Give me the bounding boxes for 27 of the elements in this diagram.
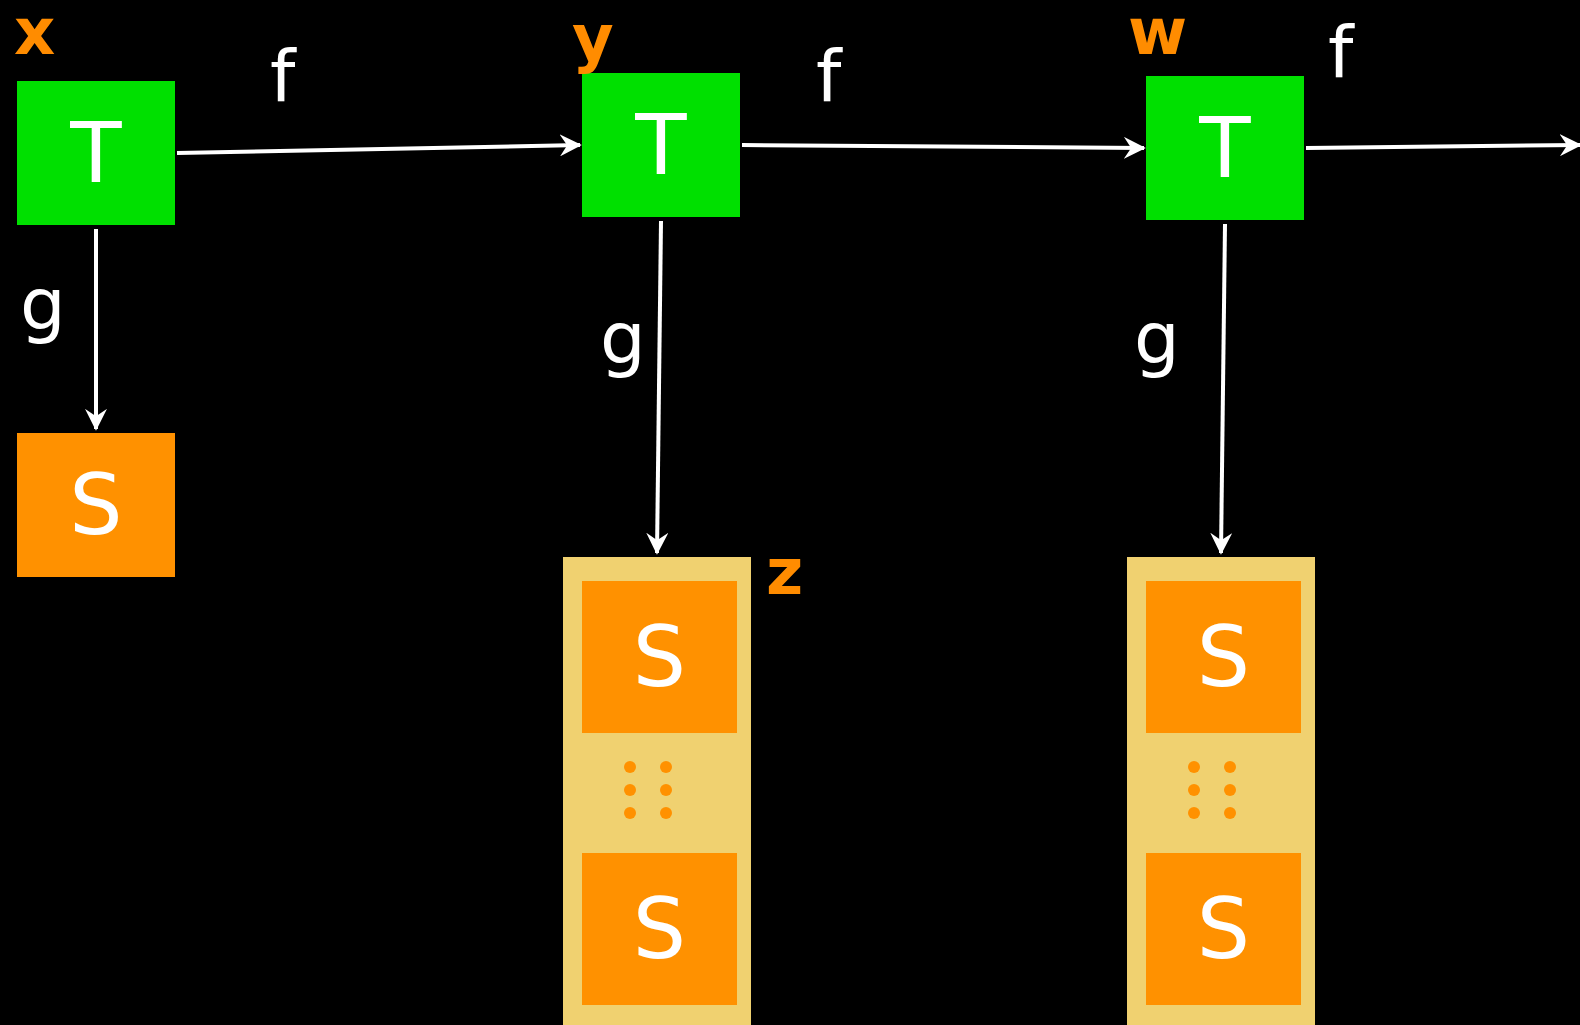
node-box (17, 81, 175, 225)
node-box (1146, 581, 1301, 733)
node-letter: T (1199, 106, 1251, 190)
node-box (1146, 853, 1301, 1005)
arrow (742, 136, 1146, 159)
arrow (85, 229, 107, 431)
node-box (582, 853, 737, 1005)
node-letter: S (1196, 615, 1251, 699)
arrow (646, 220, 669, 555)
variable-label: w (1128, 0, 1188, 64)
node-letter: S (632, 615, 687, 699)
arrow (176, 134, 582, 157)
arrow (1210, 223, 1233, 555)
variable-label: z (766, 540, 804, 604)
node-box (1146, 76, 1304, 220)
node-letter: S (1196, 887, 1251, 971)
group-panel (1127, 557, 1315, 1025)
node-letter: S (69, 463, 123, 547)
group-panel (563, 557, 751, 1025)
node-letter: T (70, 111, 122, 195)
arrow (1305, 134, 1580, 157)
node-letter: S (632, 887, 687, 971)
node-letter: T (635, 103, 687, 187)
node-box (582, 73, 740, 217)
node-box (582, 581, 737, 733)
variable-label: x (14, 0, 56, 64)
node-box (17, 433, 175, 577)
